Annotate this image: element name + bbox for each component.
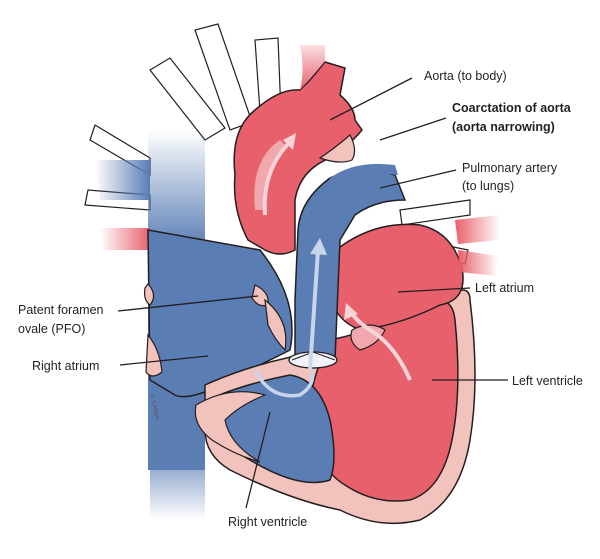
right-ventricle-inner-wall: [194, 391, 267, 463]
right-atrium-wall: [145, 333, 163, 377]
label-right-ventricle: Right ventricle: [228, 515, 307, 529]
vein-stub-upper: [95, 160, 150, 200]
aorta-branch: [300, 45, 325, 90]
label-left-atrium: Left atrium: [475, 281, 534, 295]
label-coarctation-line1: Coarctation of aorta: [452, 101, 572, 115]
mitral-valve: [350, 324, 386, 351]
aorta-highlight: [254, 140, 286, 210]
label-right-atrium: Right atrium: [32, 359, 99, 373]
pulmonary-artery-branch: [330, 163, 398, 185]
inferior-vena-cava: [150, 440, 205, 520]
label-pfo-line1: Patent foramen: [18, 303, 104, 317]
flow-arrows: [253, 133, 412, 398]
right-atrium-wall-upper: [143, 283, 155, 306]
label-pulmonary-line1: Pulmonary artery: [462, 161, 558, 175]
right-atrium-shape: [147, 229, 293, 398]
pulmonary-vein-stub-left: [100, 228, 150, 250]
label-aorta: Aorta (to body): [424, 69, 507, 83]
label-pfo-line2: ovale (PFO): [18, 322, 85, 336]
leader-lines: [117, 77, 508, 509]
label-left-ventricle: Left ventricle: [512, 374, 583, 388]
tricuspid-tissue: [264, 298, 287, 352]
label-coarctation-line2: (aorta narrowing): [452, 120, 555, 134]
pulmonary-vein-stub-right-lower: [458, 250, 498, 276]
pulmonary-vein-stub-right: [455, 215, 500, 244]
label-pulmonary-line2: (to lungs): [462, 179, 514, 193]
aorta-narrowing: [318, 134, 356, 163]
